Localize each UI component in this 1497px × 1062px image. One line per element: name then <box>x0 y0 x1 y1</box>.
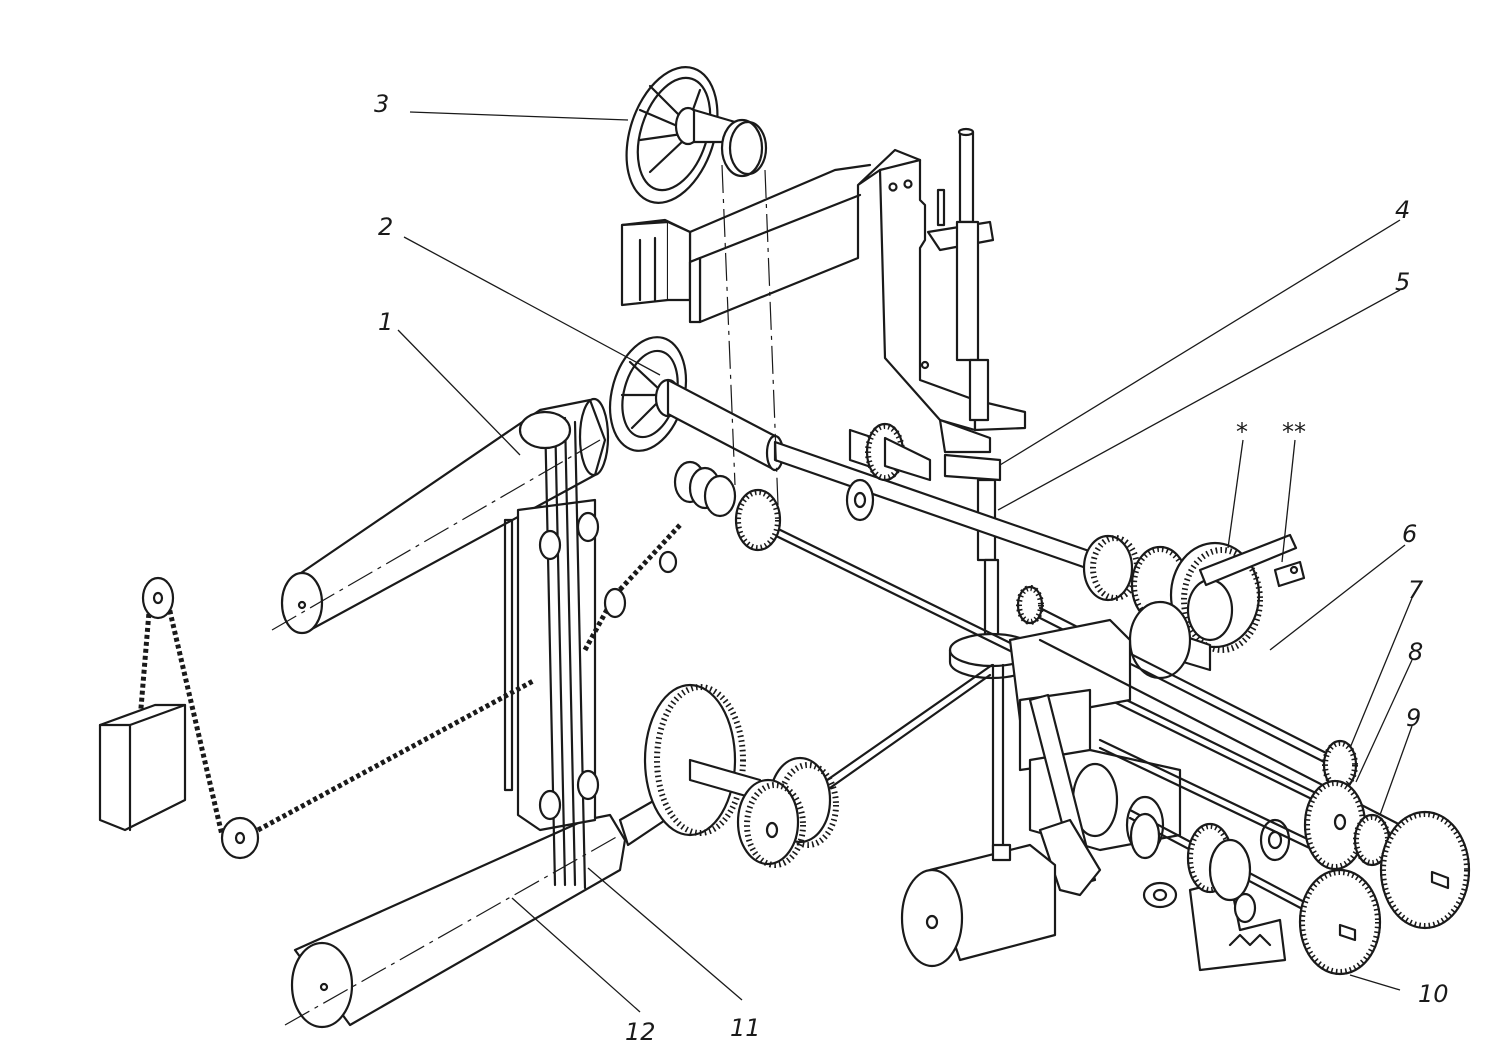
callout-12: 12 <box>625 1018 656 1046</box>
handwheel-3 <box>625 66 768 204</box>
callout-1: 1 <box>378 308 393 336</box>
bevel-gear-6 <box>1082 533 1306 680</box>
callout-8: 8 <box>1408 638 1423 666</box>
counterweight-rope <box>137 523 682 860</box>
belt-11 <box>503 410 600 890</box>
upper-gear <box>848 422 932 482</box>
gear-10 <box>1298 868 1382 976</box>
counterweight-block <box>98 703 187 832</box>
upper-frame <box>620 148 1027 454</box>
small-gear-pair <box>736 756 839 868</box>
cone-12 <box>284 778 697 1029</box>
motor <box>900 843 1057 968</box>
lower-frame <box>1008 618 1291 972</box>
vertical-spindle <box>926 127 1002 642</box>
cone-1 <box>271 397 610 635</box>
callout-star: * <box>1236 418 1248 446</box>
callout-7: 7 <box>1408 576 1424 604</box>
mid-gears <box>1129 812 1252 902</box>
callout-10: 10 <box>1418 980 1449 1008</box>
callout-9: 9 <box>1406 704 1421 732</box>
callout-5: 5 <box>1395 268 1410 296</box>
gear-8 <box>1303 779 1367 871</box>
callout-double-star: ** <box>1282 418 1306 446</box>
callout-11: 11 <box>730 1014 761 1042</box>
gear-right-large <box>1379 810 1471 930</box>
callout-6: 6 <box>1402 520 1417 548</box>
guide-pulleys <box>673 164 782 552</box>
callout-4: 4 <box>1395 196 1410 224</box>
leader-lines <box>397 111 1413 1013</box>
callout-2: 2 <box>378 213 393 241</box>
callout-3: 3 <box>374 90 389 118</box>
